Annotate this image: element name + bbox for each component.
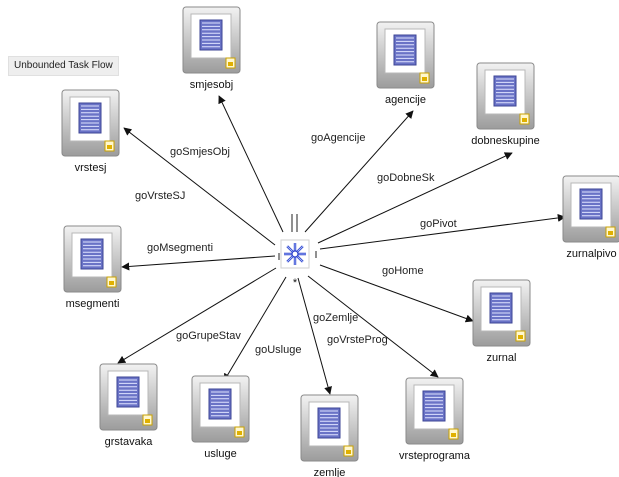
edge-line[interactable]: [218, 95, 284, 233]
node-label: dobneskupine: [471, 135, 540, 147]
node-label: msegmenti: [66, 298, 120, 310]
edge-line[interactable]: [117, 267, 277, 364]
edge-label: goMsegmenti: [147, 242, 213, 254]
node-label: zurnalpivo: [566, 248, 616, 260]
edge-zurnalpivot[interactable]: goPivot: [319, 213, 566, 250]
page-file-icon: [519, 113, 530, 125]
page-icon: [413, 384, 455, 430]
edge-dobneskupine[interactable]: goDobneSk: [317, 152, 513, 244]
edge-line[interactable]: [317, 152, 513, 244]
page-icon: [484, 69, 526, 115]
view-node-smjesobj[interactable]: smjesobj: [182, 6, 241, 91]
view-node-zurnal[interactable]: zurnal: [472, 279, 531, 364]
edge-label: goDobneSk: [377, 172, 435, 184]
edge-line[interactable]: [319, 264, 474, 323]
page-file-icon: [448, 428, 459, 440]
wildcard-control-flow-icon[interactable]: [280, 239, 310, 269]
edge-label: goUsluge: [255, 344, 301, 356]
edge-label: goZemlje: [313, 312, 358, 324]
view-node-usluge[interactable]: usluge: [191, 375, 250, 460]
page-icon: [480, 286, 522, 332]
edge-msegmenti[interactable]: goMsegmenti: [121, 242, 276, 271]
edge-line[interactable]: [121, 255, 276, 271]
edge-label: goGrupeStav: [176, 330, 241, 342]
task-flow-title: Unbounded Task Flow: [8, 56, 119, 76]
page-icon: [308, 401, 350, 447]
edge-line[interactable]: [223, 276, 287, 382]
edge-zemlje[interactable]: goZemlje: [297, 277, 358, 395]
page-icon: [384, 28, 426, 74]
view-node-vrstesj[interactable]: vrstesj: [61, 89, 120, 174]
page-file-icon: [605, 226, 616, 238]
page-icon: [199, 382, 241, 428]
view-node-vrsteprograma[interactable]: vrsteprograma: [399, 377, 471, 462]
edge-line[interactable]: [304, 110, 414, 233]
page-file-icon: [343, 445, 354, 457]
page-icon: [570, 182, 612, 228]
view-node-zurnalpivot[interactable]: zurnalpivo: [562, 175, 619, 260]
page-icon: [71, 232, 113, 278]
page-file-icon: [225, 57, 236, 69]
edge-line[interactable]: [319, 213, 566, 250]
node-label: vrsteprograma: [399, 450, 471, 462]
page-icon: [107, 370, 149, 416]
edge-smjesobj[interactable]: goSmjesObj: [170, 95, 284, 233]
edge-label: goVrsteProg: [327, 334, 388, 346]
node-label: zurnal: [487, 352, 517, 364]
page-file-icon: [419, 72, 430, 84]
edge-agencije[interactable]: goAgencije: [304, 110, 414, 233]
page-icon: [190, 13, 232, 59]
edge-zurnal[interactable]: goHome: [319, 264, 474, 323]
edge-vrsteprograma[interactable]: goVrsteProg: [307, 275, 439, 378]
edge-label: goVrsteSJ: [135, 190, 185, 202]
edge-line[interactable]: [297, 277, 332, 395]
view-node-msegmenti[interactable]: msegmenti: [63, 225, 122, 310]
page-file-icon: [515, 330, 526, 342]
view-node-agencije[interactable]: agencije: [376, 21, 435, 106]
edge-usluge[interactable]: goUsluge: [223, 276, 301, 382]
hub-connectors: [278, 214, 317, 260]
node-label: grstavaka: [105, 436, 154, 448]
view-node-grstavaka[interactable]: grstavaka: [99, 363, 158, 448]
page-file-icon: [234, 426, 245, 438]
page-file-icon: [142, 414, 153, 426]
view-node-dobneskupine[interactable]: dobneskupine: [471, 62, 540, 147]
edge-label: goHome: [382, 265, 424, 277]
page-icon: [69, 96, 111, 142]
edge-vrstesj[interactable]: goVrsteSJ: [123, 127, 276, 246]
node-label: smjesobj: [190, 79, 233, 91]
edge-grstavaka[interactable]: goGrupeStav: [117, 267, 277, 364]
edge-line[interactable]: [307, 275, 439, 378]
edge-label: goPivot: [420, 218, 457, 230]
wildcard-label: *: [293, 277, 298, 289]
node-label: agencije: [385, 94, 426, 106]
edge-label: goAgencije: [311, 132, 365, 144]
page-file-icon: [106, 276, 117, 288]
page-file-icon: [104, 140, 115, 152]
edge-line[interactable]: [123, 127, 276, 246]
node-label: usluge: [204, 448, 236, 460]
node-label: zemlje: [314, 467, 346, 477]
view-node-zemlje[interactable]: zemlje: [300, 394, 359, 477]
node-label: vrstesj: [75, 162, 107, 174]
edge-label: goSmjesObj: [170, 146, 230, 158]
